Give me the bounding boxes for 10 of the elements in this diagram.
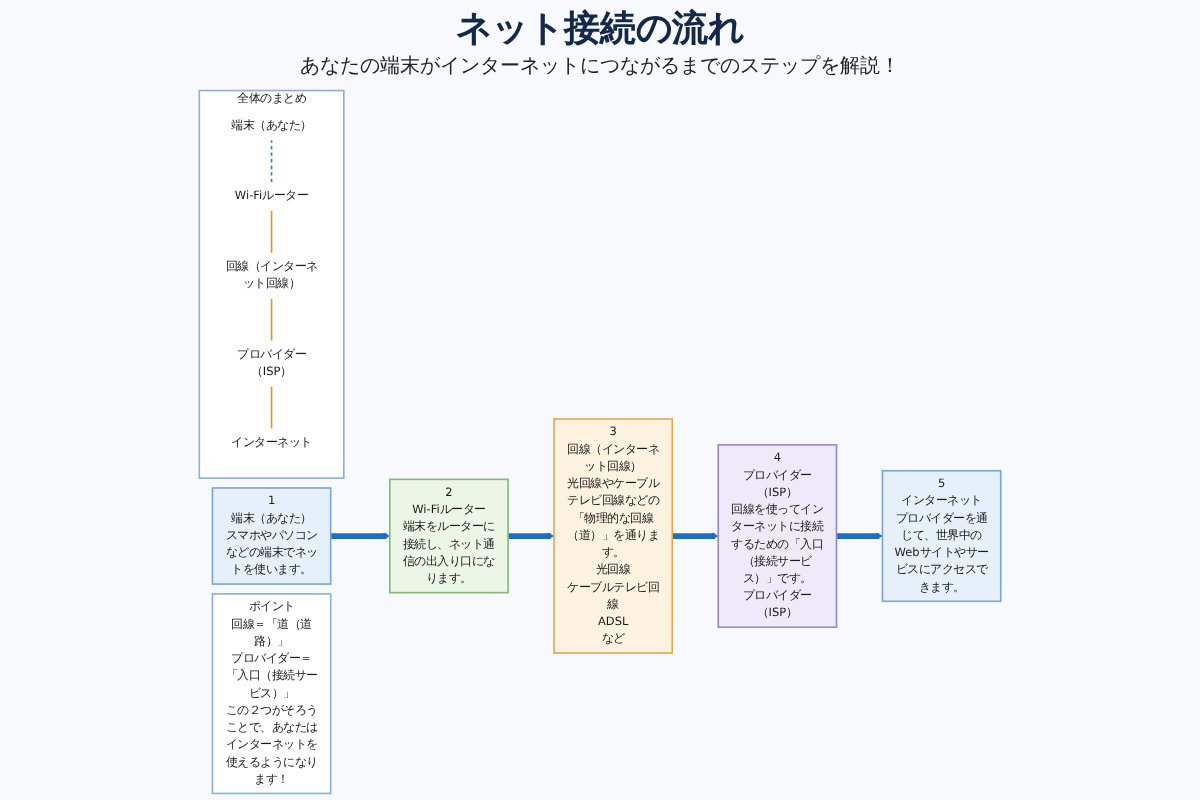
arrow xyxy=(835,532,883,540)
arrow xyxy=(671,532,719,540)
subtitle: あなたの端末がインターネットにつながるまでのステップを解説！ xyxy=(300,53,900,80)
arrow xyxy=(330,532,391,540)
connector xyxy=(270,297,273,343)
connector xyxy=(270,209,273,255)
connector xyxy=(270,384,273,431)
title: ネット接続の流れ xyxy=(456,6,744,52)
arrow xyxy=(507,532,555,540)
connector xyxy=(270,138,273,184)
